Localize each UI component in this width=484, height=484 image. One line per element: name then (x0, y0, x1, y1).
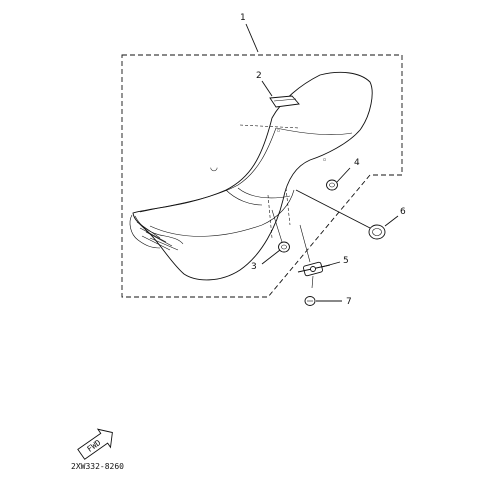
grommet-part-6 (368, 224, 386, 240)
svg-text:◡: ◡ (210, 163, 218, 173)
assembly-boundary (121, 54, 403, 298)
seat-hook-part-2 (269, 95, 300, 108)
damper-part-3 (278, 241, 290, 253)
callout-3: 3 (251, 262, 257, 272)
svg-text:◦: ◦ (322, 156, 327, 166)
callout-6: 6 (400, 207, 406, 217)
callout-1: 1 (240, 13, 246, 23)
callout-7: 7 (346, 297, 352, 307)
forward-arrow-icon: FWD (77, 428, 113, 460)
screw-part-7 (304, 296, 316, 306)
callout-5: 5 (343, 256, 349, 266)
bracket-part-5 (297, 261, 331, 289)
seat-assembly: ◡ ◦ ◦ (129, 71, 373, 281)
leader-lines (245, 23, 399, 302)
callout-4: 4 (354, 158, 360, 168)
svg-text:◦: ◦ (276, 127, 281, 137)
callout-2: 2 (256, 71, 262, 81)
damper-part-4 (326, 179, 338, 191)
part-code: 2XW332-8260 (71, 462, 124, 471)
